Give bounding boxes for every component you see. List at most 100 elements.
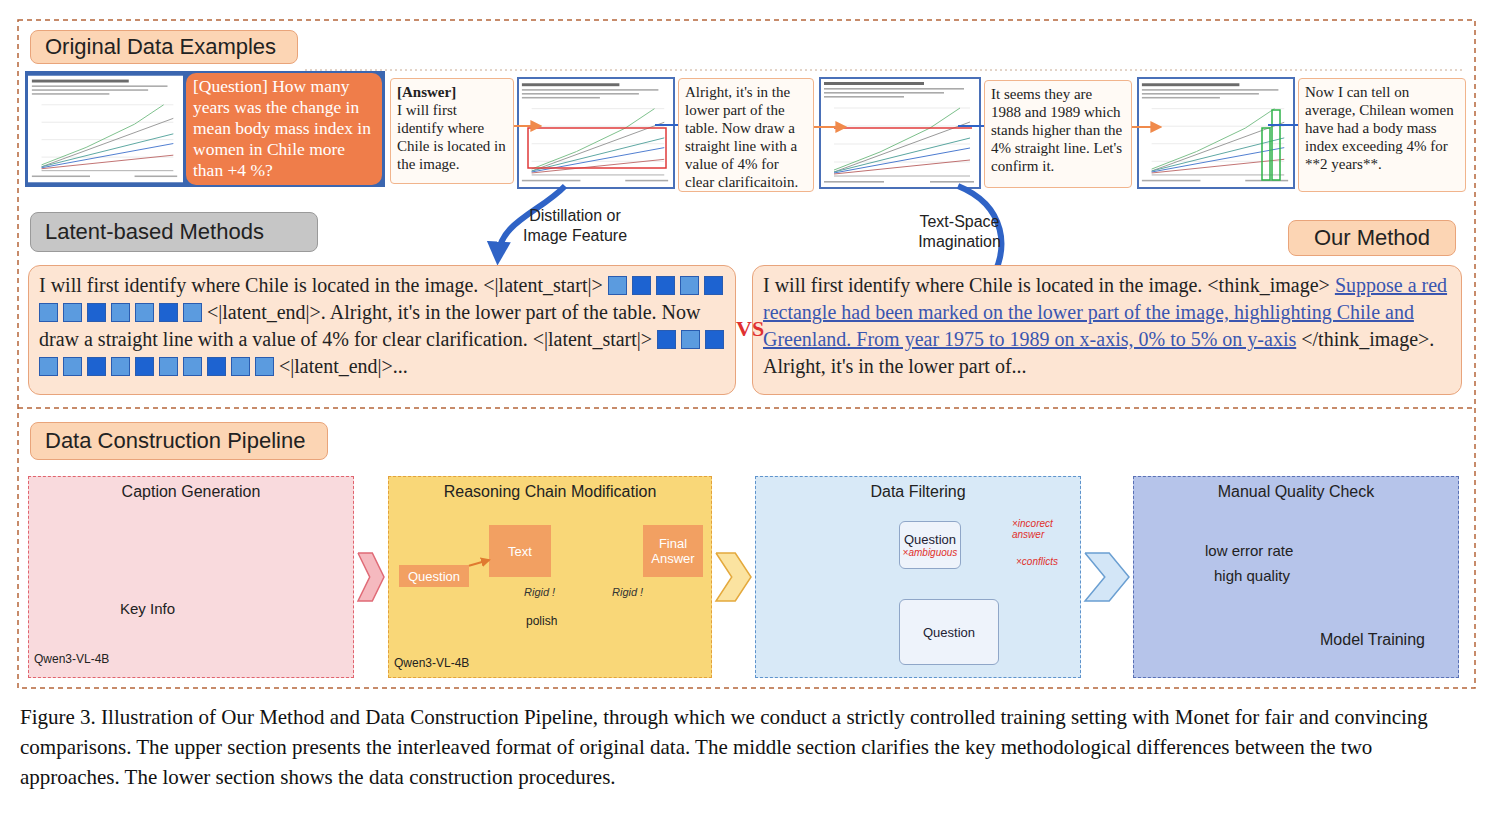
chart-thumbnail <box>820 78 980 188</box>
node-subtext: I will first identify where Chile is loc… <box>397 101 507 173</box>
stage-panel: Data FilteringQuestion×ambiguousQuestion <box>755 476 1081 678</box>
node-text: It seems they are 1988 and 1989 which st… <box>991 85 1125 175</box>
latent-token <box>39 303 58 322</box>
node-text: Question <box>408 569 460 584</box>
latent-token <box>656 276 675 295</box>
node-subtext: ×ambiguous <box>903 547 958 558</box>
method-tag: Latent-based Methods <box>30 212 318 252</box>
chart-thumbnail <box>1138 79 1294 186</box>
error-note: ×incorect answer <box>1012 518 1070 540</box>
chart-thumbnail <box>28 76 183 183</box>
node-subtext: <|latent_end|>... <box>279 355 408 377</box>
arrow-label: Key Info <box>120 600 175 617</box>
chart-thumbnail <box>1262 128 1270 180</box>
latent-token <box>135 357 154 376</box>
arrow-label: polish <box>526 614 557 628</box>
node-text: Now I can tell on average, Chilean women… <box>1305 83 1459 173</box>
chart-thumbnail <box>518 79 674 186</box>
latent-token <box>135 303 154 322</box>
latent-token <box>231 357 250 376</box>
latent-token <box>680 276 699 295</box>
versus-mark: VS <box>736 316 764 342</box>
latent-token <box>159 303 178 322</box>
latent-token <box>111 357 130 376</box>
method-tag: Our Method <box>1288 220 1456 256</box>
outer-frame <box>18 20 1475 688</box>
chart-thumbnail <box>1272 110 1280 180</box>
latent-token <box>87 303 106 322</box>
node-text: [Answer] <box>397 83 507 101</box>
question-chip: Question×ambiguous <box>899 521 961 569</box>
node-text: Reasoning Chain Modification <box>389 483 711 501</box>
node-text: Manual Quality Check <box>1134 483 1458 501</box>
data-chip: Final Answer <box>643 525 703 577</box>
latent-example: I will first identify where Chile is loc… <box>28 265 736 395</box>
outer-frame <box>18 407 1475 409</box>
stage-chevron <box>358 553 384 601</box>
arrow-label: Text-Space Imagination <box>897 212 1022 252</box>
latent-token <box>705 330 724 349</box>
latent-token <box>255 357 274 376</box>
flow-arrow <box>506 125 1308 127</box>
latent-token <box>681 330 700 349</box>
section-tag: Data Construction Pipeline <box>30 422 328 460</box>
chart-thumbnail <box>25 71 385 187</box>
latent-token <box>608 276 627 295</box>
reasoning-step: It seems they are 1988 and 1989 which st… <box>984 80 1132 188</box>
chart-thumbnail <box>518 78 674 188</box>
text-flow: I will first identify where Chile is loc… <box>763 272 1451 380</box>
node-text: Data Construction Pipeline <box>45 428 305 454</box>
chart-thumbnail <box>820 78 980 188</box>
node-text: Question <box>904 532 956 547</box>
question-box: [Question] How many years was the change… <box>186 73 382 185</box>
data-chip: Question <box>399 565 469 587</box>
model-name: Qwen3-VL-4B <box>34 652 109 666</box>
latent-token <box>704 276 723 295</box>
outer-frame <box>305 70 1462 71</box>
node-text: Caption Generation <box>29 483 353 501</box>
data-chip: Text <box>489 525 551 577</box>
chart-thumbnail <box>834 127 972 129</box>
answer-box: [Answer]I will first identify where Chil… <box>390 78 514 184</box>
figure-caption: Figure 3. Illustration of Our Method and… <box>20 702 1472 792</box>
note: Rigid ! <box>612 586 643 598</box>
reasoning-step: Alright, it's in the lower part of the t… <box>678 78 814 192</box>
node-text: I will first identify where Chile is loc… <box>763 274 1330 296</box>
outer-frame <box>18 20 1475 688</box>
latent-token <box>183 303 202 322</box>
note: Rigid ! <box>524 586 555 598</box>
flow-arrow <box>469 560 489 566</box>
text-imagination-example: I will first identify where Chile is loc… <box>752 265 1462 395</box>
chart-thumbnail <box>518 78 674 188</box>
note: high quality <box>1214 567 1290 584</box>
node-text: Question <box>923 625 975 640</box>
node-text: I will first identify where Chile is loc… <box>39 274 603 296</box>
node-text: Final Answer <box>643 536 703 566</box>
section-tag: Original Data Examples <box>30 30 298 64</box>
chart-thumbnail <box>25 71 1294 188</box>
latent-token <box>63 303 82 322</box>
latent-token <box>207 357 226 376</box>
model-name: Qwen3-VL-4B <box>394 656 469 670</box>
text-flow: I will first identify where Chile is loc… <box>39 272 725 380</box>
stage-panel: Caption Generation <box>28 476 354 678</box>
node-text: Latent-based Methods <box>45 219 264 245</box>
latent-token <box>39 357 58 376</box>
latent-token <box>632 276 651 295</box>
node-text: Original Data Examples <box>45 34 276 60</box>
chart-thumbnail <box>528 128 666 168</box>
stage-chevron <box>716 553 751 601</box>
node-text: Our Method <box>1314 225 1430 251</box>
note: low error rate <box>1205 542 1293 559</box>
error-note: ×conflicts <box>1016 556 1072 567</box>
latent-token <box>63 357 82 376</box>
question-chip: Question <box>899 599 999 665</box>
latent-token <box>657 330 676 349</box>
latent-token <box>87 357 106 376</box>
arrow-label: Distillation or Image Feature <box>505 206 645 246</box>
chart-thumbnail <box>1138 78 1294 188</box>
stage-panel: Reasoning Chain ModificationQuestion Text… <box>388 476 712 678</box>
node-text: Alright, it's in the lower part of the t… <box>685 83 807 191</box>
latent-token <box>159 357 178 376</box>
